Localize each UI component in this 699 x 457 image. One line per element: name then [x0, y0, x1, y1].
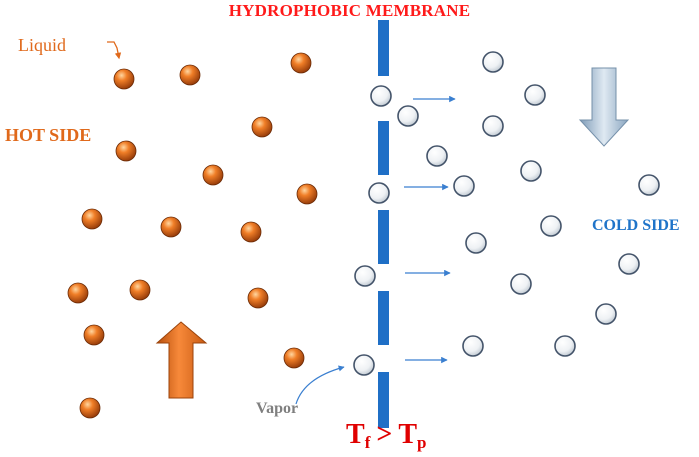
- white-sphere-icon: [482, 51, 504, 73]
- orange-sphere-icon: [240, 221, 262, 243]
- up-arrow-icon: [155, 321, 208, 399]
- membrane-segment: [378, 291, 389, 345]
- membrane-segment: [378, 210, 389, 264]
- orange-sphere-icon: [251, 116, 273, 138]
- feed-temperature-symbol: T: [346, 419, 365, 450]
- vapor-pointer-arrow: [295, 365, 345, 405]
- white-sphere-icon: [510, 273, 532, 295]
- white-sphere-icon: [353, 354, 375, 376]
- white-sphere-icon: [354, 265, 376, 287]
- down-arrow-icon: [578, 67, 630, 147]
- greater-than-sign: >: [376, 419, 393, 450]
- vapor-particles: [353, 51, 660, 376]
- orange-sphere-icon: [81, 208, 103, 230]
- permeate-temperature-symbol: T: [398, 419, 418, 450]
- white-sphere-icon: [370, 85, 392, 107]
- orange-sphere-icon: [113, 68, 135, 90]
- hot-side-label: HOT SIDE: [5, 125, 92, 145]
- orange-sphere-icon: [129, 279, 151, 301]
- feed-subscript: f: [364, 433, 371, 452]
- white-sphere-icon: [368, 182, 390, 204]
- orange-sphere-icon: [79, 397, 101, 419]
- membrane-title: HYDROPHOBIC MEMBRANE: [228, 1, 471, 20]
- orange-sphere-icon: [67, 282, 89, 304]
- orange-sphere-icon: [179, 64, 201, 86]
- white-sphere-icon: [465, 232, 487, 254]
- white-sphere-icon: [618, 253, 640, 275]
- membrane-segment: [378, 20, 389, 76]
- white-sphere-icon: [462, 335, 484, 357]
- orange-sphere-icon: [296, 183, 318, 205]
- liquid-pointer-arrow: [107, 41, 122, 60]
- permeate-subscript: p: [417, 433, 427, 452]
- white-sphere-icon: [554, 335, 576, 357]
- orange-sphere-icon: [247, 287, 269, 309]
- white-sphere-icon: [524, 84, 546, 106]
- white-sphere-icon: [638, 174, 660, 196]
- white-sphere-icon: [540, 215, 562, 237]
- hydrophobic-membrane: [378, 20, 389, 428]
- white-sphere-icon: [453, 175, 475, 197]
- orange-sphere-icon: [202, 164, 224, 186]
- white-sphere-icon: [595, 303, 617, 325]
- white-sphere-icon: [397, 105, 419, 127]
- orange-sphere-icon: [160, 216, 182, 238]
- liquid-particles: [67, 52, 318, 419]
- orange-sphere-icon: [283, 347, 305, 369]
- membrane-segment: [378, 372, 389, 428]
- vapor-label: Vapor: [256, 400, 299, 417]
- orange-sphere-icon: [115, 140, 137, 162]
- membrane-segment: [378, 121, 389, 175]
- white-sphere-icon: [520, 160, 542, 182]
- vapor-flow-arrows: [404, 95, 456, 364]
- white-sphere-icon: [482, 115, 504, 137]
- cold-side-label: COLD SIDE: [592, 217, 680, 234]
- temperature-inequality: Tf>Tp: [346, 419, 427, 452]
- orange-sphere-icon: [83, 324, 105, 346]
- liquid-label: Liquid: [18, 35, 66, 55]
- orange-sphere-icon: [290, 52, 312, 74]
- white-sphere-icon: [426, 145, 448, 167]
